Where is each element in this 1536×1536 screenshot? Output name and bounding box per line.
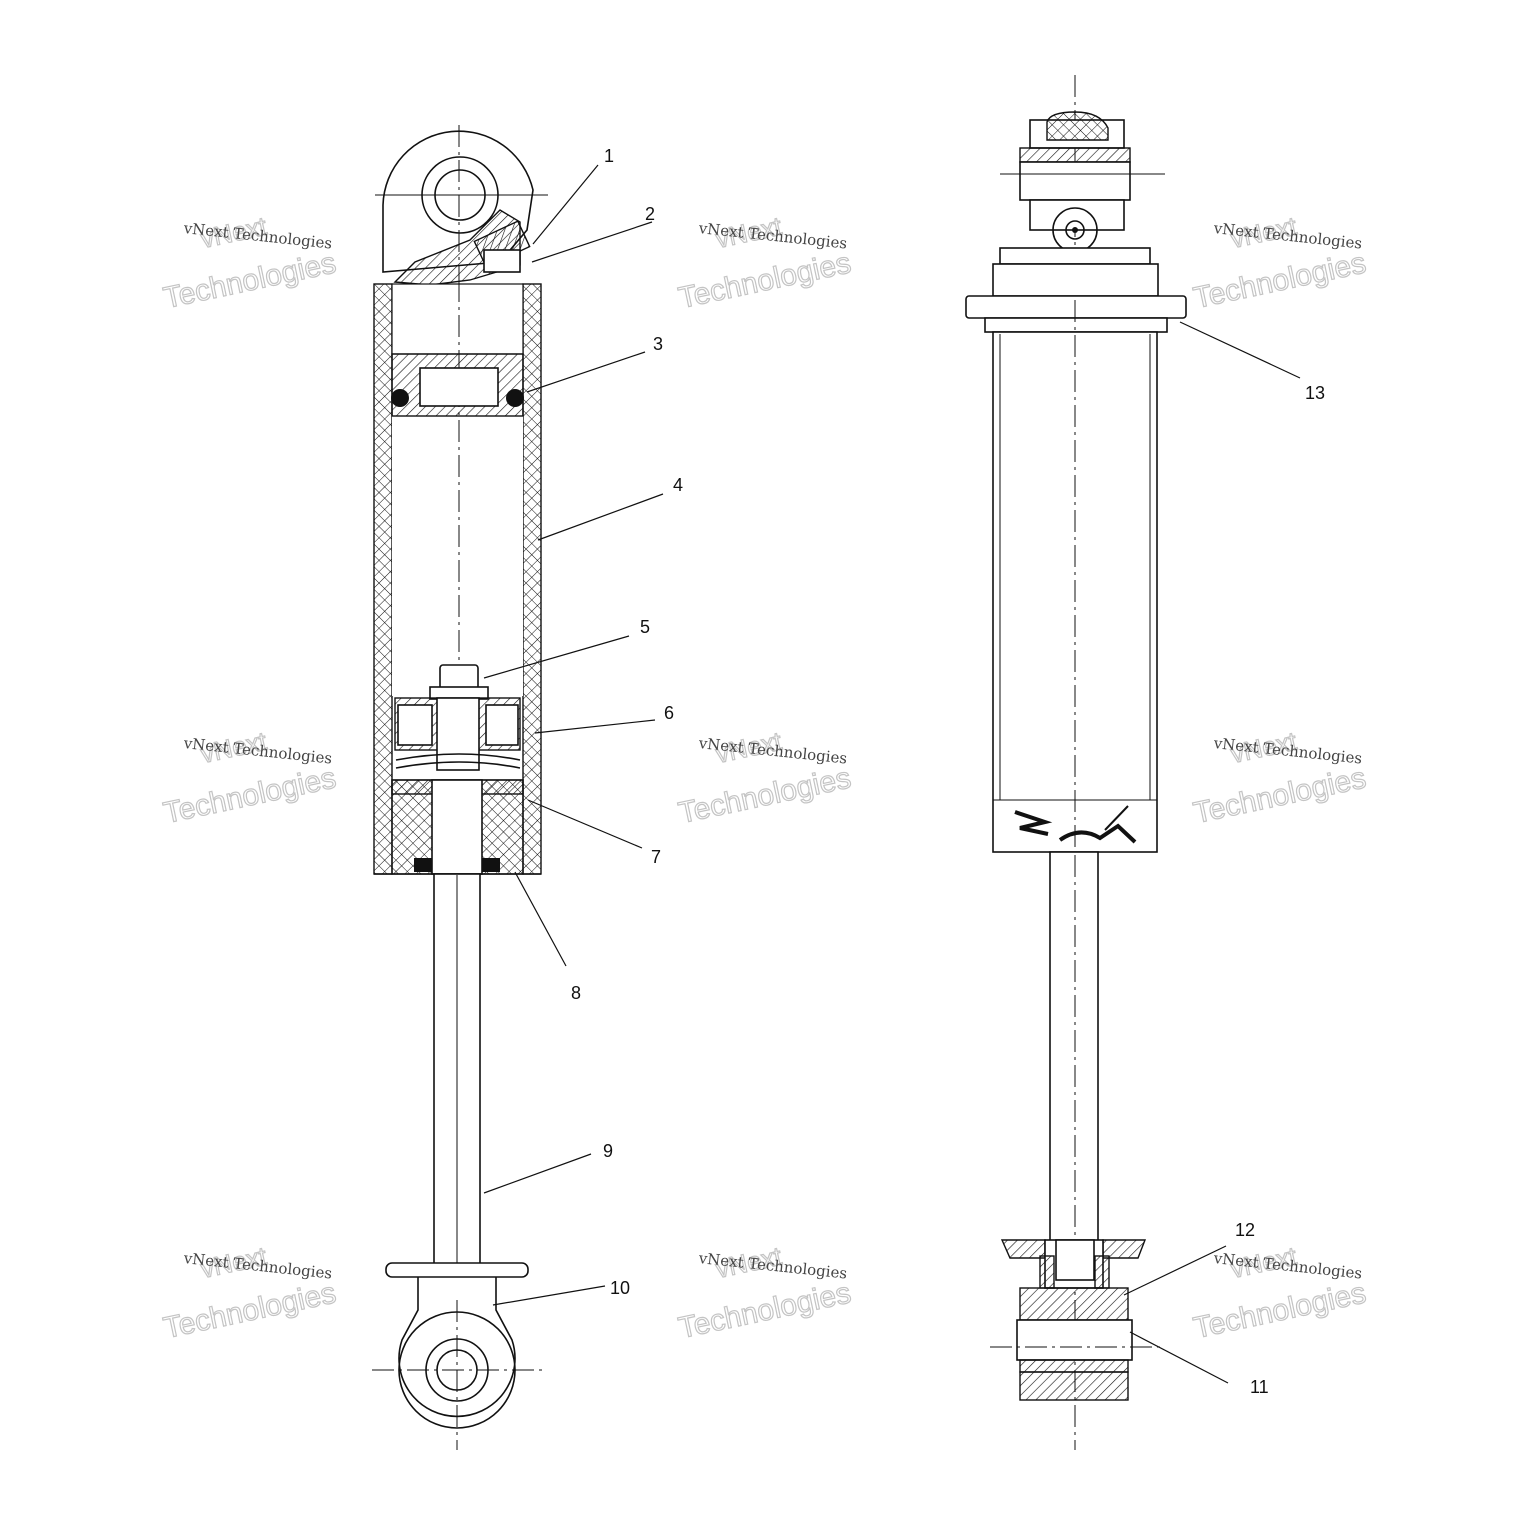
watermark-9: vNext vNext Technologies Technologies [1190,1240,1369,1346]
callout-6: 6 [664,703,674,723]
svg-text:Technologies: Technologies [161,1276,339,1345]
callout-4: 4 [673,475,683,495]
watermark-5: vNext vNext Technologies Technologies [675,725,854,831]
callout-9: 9 [603,1141,613,1161]
watermark-6: vNext vNext Technologies Technologies [1190,725,1369,831]
bottom-spring-retainer [1000,1239,1147,1289]
shaft-exterior [1049,851,1099,1243]
svg-text:Technologies: Technologies [676,1276,854,1345]
svg-text:Technologies: Technologies [1191,1276,1369,1345]
callout-3: 3 [653,334,663,354]
svg-text:Technologies: Technologies [1191,761,1369,830]
watermark-1: vNext vNext Technologies Technologies [160,210,339,316]
watermark-7: vNext vNext Technologies Technologies [160,1240,339,1346]
charge-valve [393,209,531,286]
callout-8: 8 [571,983,581,1003]
callout-10: 10 [610,1278,630,1298]
callout-7: 7 [651,847,661,867]
bottom-mount-bearing [990,1287,1165,1401]
callout-11: 11 [1250,1377,1269,1397]
right-shock-exterior-view [965,75,1187,1450]
watermark-2: vNext vNext Technologies Technologies [675,210,854,316]
shaft-bearing-cap [374,779,541,875]
callout-13: 13 [1305,383,1325,403]
piston-assembly [394,664,521,771]
svg-text:Technologies: Technologies [1191,246,1369,315]
preload-collar [965,247,1187,333]
callout-5: 5 [640,617,650,637]
svg-text:Technologies: Technologies [161,761,339,830]
svg-text:Technologies: Technologies [676,761,854,830]
left-shock-section-view [372,125,548,1450]
top-mount-cap [1000,111,1165,253]
callout-1: 1 [604,146,614,166]
body-tube-exterior [992,300,1158,880]
floating-piston [391,353,524,417]
fox-logo [1014,805,1137,844]
svg-text:Technologies: Technologies [161,246,339,315]
top-eyelet [375,125,548,290]
watermark-3: vNext vNext Technologies Technologies [1190,210,1369,316]
leader-lines [483,164,1301,1384]
callout-12: 12 [1235,1220,1255,1240]
piston-shaft [433,873,481,1270]
watermarks: vNext vNext Technologies Technologies vN… [160,210,1369,1346]
callout-2: 2 [645,204,655,224]
bottom-eyelet [372,1262,542,1450]
watermark-8: vNext vNext Technologies Technologies [675,1240,854,1346]
svg-text:Technologies: Technologies [676,246,854,315]
watermark-4: vNext vNext Technologies Technologies [160,725,339,831]
callout-labels: 1 2 3 4 5 6 7 8 9 10 11 12 13 [571,146,1325,1397]
